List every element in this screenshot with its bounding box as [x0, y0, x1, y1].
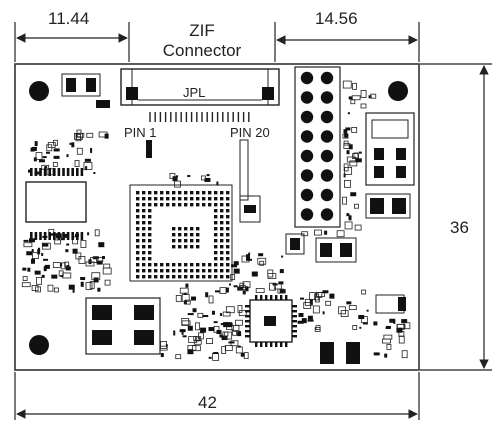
pin-end-label: PIN 20	[230, 125, 270, 140]
pin-start-label: PIN 1	[124, 125, 157, 140]
mounting-hole-top-left	[29, 81, 49, 101]
dimension-lines	[14, 22, 492, 420]
socket	[365, 112, 415, 186]
dim-width-label: 42	[198, 393, 217, 412]
pin-header	[294, 66, 341, 228]
bga-chip	[129, 184, 233, 282]
qfn-chip	[245, 295, 297, 347]
smd-components	[21, 80, 411, 361]
dim-left-offset-label: 11.44	[48, 9, 89, 28]
zif-connector	[120, 68, 280, 106]
right-mid-parts	[239, 193, 411, 364]
large-pads	[85, 297, 161, 355]
connector-ref-label: JPL	[183, 85, 205, 100]
zif-pins	[146, 112, 250, 201]
left-module	[25, 181, 87, 223]
top-left-parts	[61, 73, 110, 108]
mounting-hole-top-right	[388, 81, 408, 101]
dim-height-label: 36	[450, 218, 469, 237]
board-outline	[14, 63, 420, 371]
mounting-hole-bottom-left	[29, 335, 49, 355]
connector-title-line2: Connector	[163, 41, 242, 60]
connector-title-line1: ZIF	[189, 21, 215, 40]
dim-right-offset-label: 14.56	[315, 9, 358, 28]
